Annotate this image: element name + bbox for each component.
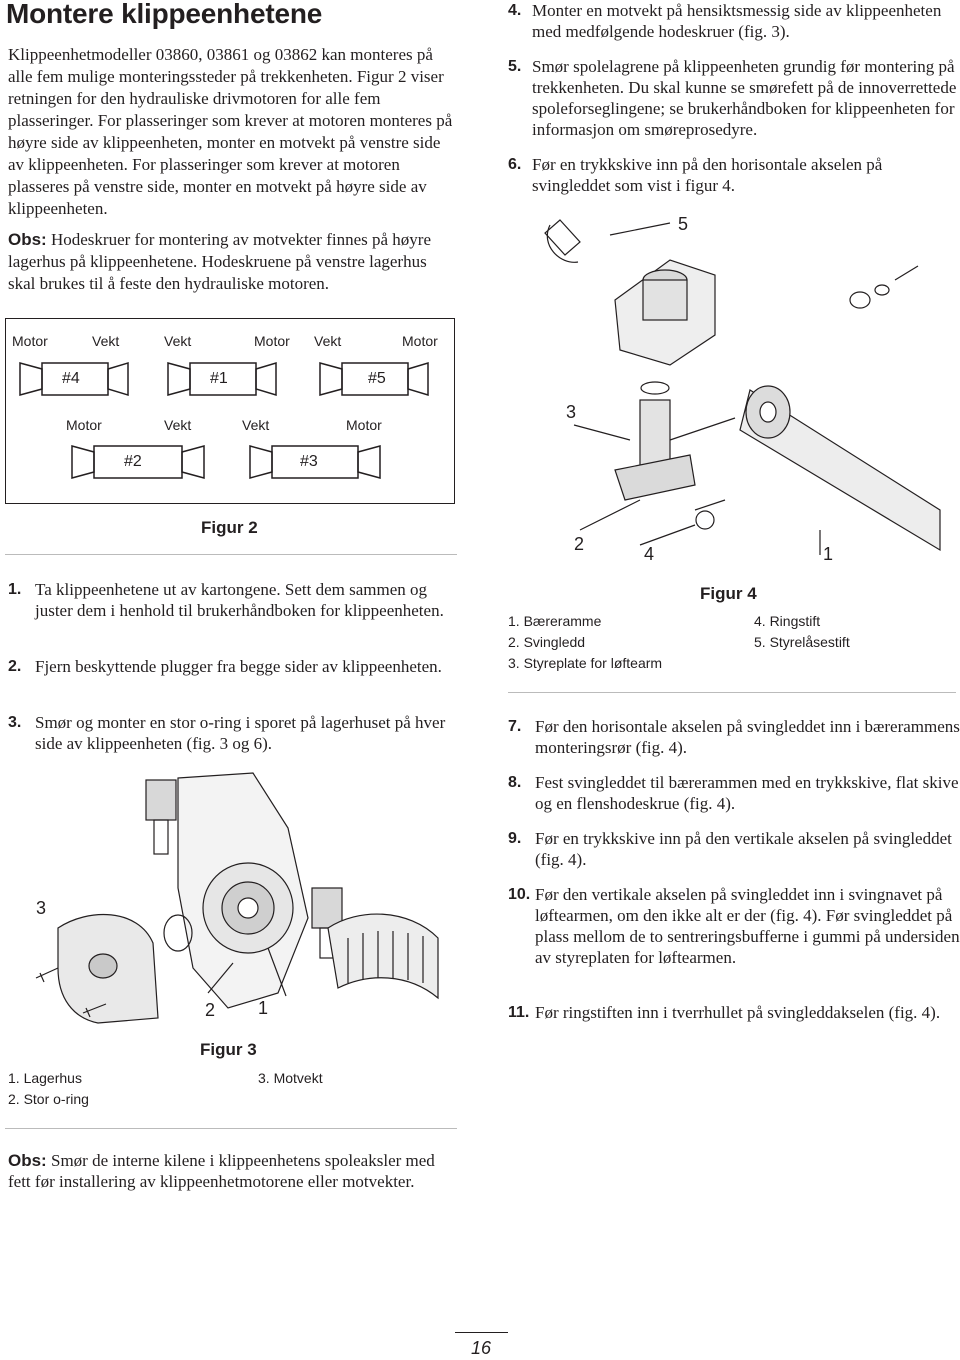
divider bbox=[5, 554, 457, 555]
step-text: Ta klippeenhetene ut av kartongene. Sett… bbox=[35, 580, 444, 620]
intro-paragraph: Klippeenhetmodeller 03860, 03861 og 0386… bbox=[8, 45, 453, 218]
figure-2-diagram: Motor Vekt Vekt Motor Vekt Motor Motor V… bbox=[5, 318, 455, 504]
unit-3-label: #3 bbox=[300, 453, 318, 470]
step-number: 2. bbox=[8, 658, 22, 675]
fig2-label-vekt: Vekt bbox=[164, 333, 192, 349]
step-2: 2. Fjern beskyttende plugger fra begge s… bbox=[8, 656, 458, 677]
fig2-label-motor: Motor bbox=[254, 333, 290, 349]
note-text: Hodeskruer for montering av motvekter fi… bbox=[8, 230, 432, 293]
step-number: 6. bbox=[508, 156, 522, 173]
fig4-callout-3: 3 bbox=[566, 402, 577, 422]
legend-item: 1. Bæreramme bbox=[508, 613, 602, 629]
fig2-label-motor: Motor bbox=[346, 417, 382, 433]
step-10: 10. Før den vertikale akselen på svingle… bbox=[508, 884, 960, 968]
step-1: 1. Ta klippeenhetene ut av kartongene. S… bbox=[8, 579, 458, 621]
figure-3-illustration bbox=[35, 772, 439, 1024]
step-number: 3. bbox=[8, 714, 22, 731]
step-number: 4. bbox=[508, 2, 522, 19]
step-text: Fest svingleddet til bærerammen med en t… bbox=[535, 773, 959, 813]
step-text: Før den horisontale akselen på svingledd… bbox=[535, 717, 960, 757]
figure-4-legend-right: 4. Ringstift 5. Styrelåsestift bbox=[754, 611, 850, 653]
unit-2-label: #2 bbox=[124, 453, 142, 470]
unit-5-label: #5 bbox=[368, 370, 386, 387]
fig2-label-motor: Motor bbox=[12, 333, 48, 349]
legend-item: 1. Lagerhus bbox=[8, 1070, 82, 1086]
step-number: 9. bbox=[508, 830, 522, 847]
step-number: 11. bbox=[508, 1004, 530, 1021]
figure-2-caption: Figur 2 bbox=[201, 518, 258, 537]
fig3-callout-3: 3 bbox=[36, 898, 47, 918]
fig4-callout-2: 2 bbox=[574, 534, 585, 554]
step-text: Før den vertikale akselen på svingleddet… bbox=[535, 885, 960, 967]
step-text: Før en trykkskive inn på den horisontale… bbox=[532, 155, 883, 195]
page-number-rule bbox=[455, 1332, 508, 1333]
fig4-callout-4: 4 bbox=[644, 544, 655, 564]
step-text: Fjern beskyttende plugger fra begge side… bbox=[35, 657, 442, 676]
legend-item: 3. Motvekt bbox=[258, 1070, 323, 1086]
figure-4-legend-left: 1. Bæreramme 2. Svingledd 3. Styreplate … bbox=[508, 611, 662, 674]
fig3-callout-2: 2 bbox=[205, 1000, 216, 1020]
fig4-callout-1: 1 bbox=[823, 544, 834, 564]
figure-4-illustration bbox=[544, 219, 941, 555]
step-7: 7. Før den horisontale akselen på svingl… bbox=[508, 716, 960, 758]
step-number: 1. bbox=[8, 581, 22, 598]
step-number: 5. bbox=[508, 58, 522, 75]
note-text: Smør de interne kilene i klippeenhetens … bbox=[8, 1151, 435, 1191]
figure-3-legend-right: 3. Motvekt bbox=[258, 1068, 323, 1089]
step-number: 8. bbox=[508, 774, 522, 791]
legend-item: 2. Svingledd bbox=[508, 634, 586, 650]
page-number: 16 bbox=[471, 1338, 492, 1358]
step-6: 6. Før en trykkskive inn på den horisont… bbox=[508, 154, 958, 196]
step-11: 11. Før ringstiften inn i tverrhullet på… bbox=[508, 1002, 960, 1023]
step-number: 10. bbox=[508, 886, 531, 903]
step-9: 9. Før en trykkskive inn på den vertikal… bbox=[508, 828, 960, 870]
step-text: Smør og monter en stor o-ring i sporet p… bbox=[35, 713, 446, 753]
fig3-callout-1: 1 bbox=[258, 998, 269, 1018]
divider bbox=[508, 692, 956, 693]
legend-item: 3. Styreplate for løftearm bbox=[508, 655, 663, 671]
fig2-label-vekt: Vekt bbox=[314, 333, 342, 349]
note-label: Obs: bbox=[8, 1151, 47, 1170]
step-number: 7. bbox=[508, 718, 522, 735]
step-text: Før ringstiften inn i tverrhullet på svi… bbox=[535, 1003, 941, 1022]
note-counterweight-screws: Obs: Hodeskruer for montering av motvekt… bbox=[8, 229, 456, 295]
figure-3-caption: Figur 3 bbox=[200, 1040, 257, 1059]
fig2-label-vekt: Vekt bbox=[92, 333, 120, 349]
step-5: 5. Smør spolelagrene på klippeenheten gr… bbox=[508, 56, 958, 140]
step-text: Smør spolelagrene på klippeenheten grund… bbox=[532, 57, 957, 139]
unit-1-label: #1 bbox=[210, 370, 228, 387]
step-text: Monter en motvekt på hensiktsmessig side… bbox=[532, 1, 942, 41]
note-label: Obs: bbox=[8, 230, 47, 249]
legend-item: 2. Stor o-ring bbox=[8, 1091, 89, 1107]
step-4: 4. Monter en motvekt på hensiktsmessig s… bbox=[508, 0, 958, 42]
legend-item: 4. Ringstift bbox=[754, 613, 821, 629]
step-3: 3. Smør og monter en stor o-ring i spore… bbox=[8, 712, 458, 754]
fig2-label-vekt: Vekt bbox=[164, 417, 192, 433]
fig2-label-motor: Motor bbox=[402, 333, 438, 349]
fig4-callout-5: 5 bbox=[678, 214, 689, 234]
step-8: 8. Fest svingleddet til bærerammen med e… bbox=[508, 772, 960, 814]
fig2-label-motor: Motor bbox=[66, 417, 102, 433]
step-text: Før en trykkskive inn på den vertikale a… bbox=[535, 829, 952, 869]
cutting-unit-layout-icon bbox=[19, 361, 429, 479]
fig2-label-vekt: Vekt bbox=[242, 417, 270, 433]
figure-3-legend: 1. Lagerhus 2. Stor o-ring bbox=[8, 1068, 89, 1110]
divider bbox=[5, 1128, 457, 1129]
figure-4-caption: Figur 4 bbox=[700, 584, 757, 603]
unit-4-label: #4 bbox=[62, 370, 80, 387]
page-title: Montere klippeenhetene bbox=[6, 0, 323, 29]
note-grease-splines: Obs: Smør de interne kilene i klippeenhe… bbox=[8, 1150, 456, 1192]
legend-item: 5. Styrelåsestift bbox=[754, 634, 850, 650]
